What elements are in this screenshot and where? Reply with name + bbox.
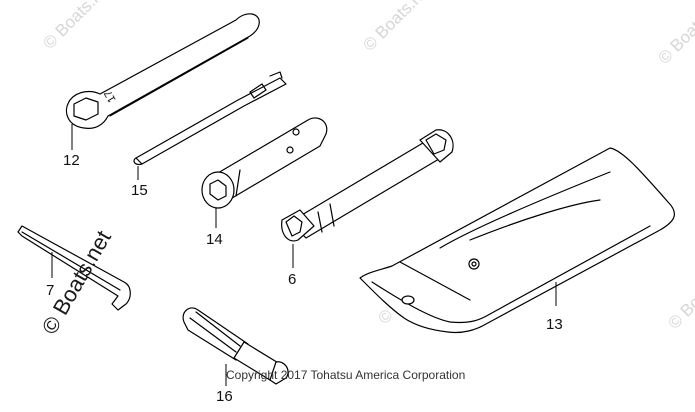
box-spanner-drawing	[201, 117, 328, 209]
part-label-13: 13	[546, 316, 563, 333]
part-label-15: 15	[131, 182, 148, 199]
screwdriver-drawing	[133, 71, 287, 165]
faint-watermark: © Boats.net	[654, 0, 695, 68]
faint-watermark: © Boats.net	[39, 0, 116, 53]
screwdriver-handle-drawing	[182, 307, 289, 385]
wrench-drawing: 17	[65, 13, 260, 129]
tool-bag-drawing	[359, 147, 676, 334]
faint-watermark: © Boats.net	[359, 0, 436, 55]
copyright-notice: Copyright 2017 Tohatsu America Corporati…	[226, 368, 465, 382]
socket-wrench-drawing	[281, 129, 454, 242]
part-label-14: 14	[206, 231, 223, 248]
hex-key-drawing	[17, 225, 131, 311]
part-label-12: 12	[63, 152, 80, 169]
wrench-marking: 17	[102, 88, 119, 105]
part-label-7: 7	[46, 282, 54, 299]
part-label-6: 6	[288, 271, 296, 288]
faint-watermark: © Boats.net	[664, 256, 695, 333]
part-label-16: 16	[216, 388, 233, 405]
